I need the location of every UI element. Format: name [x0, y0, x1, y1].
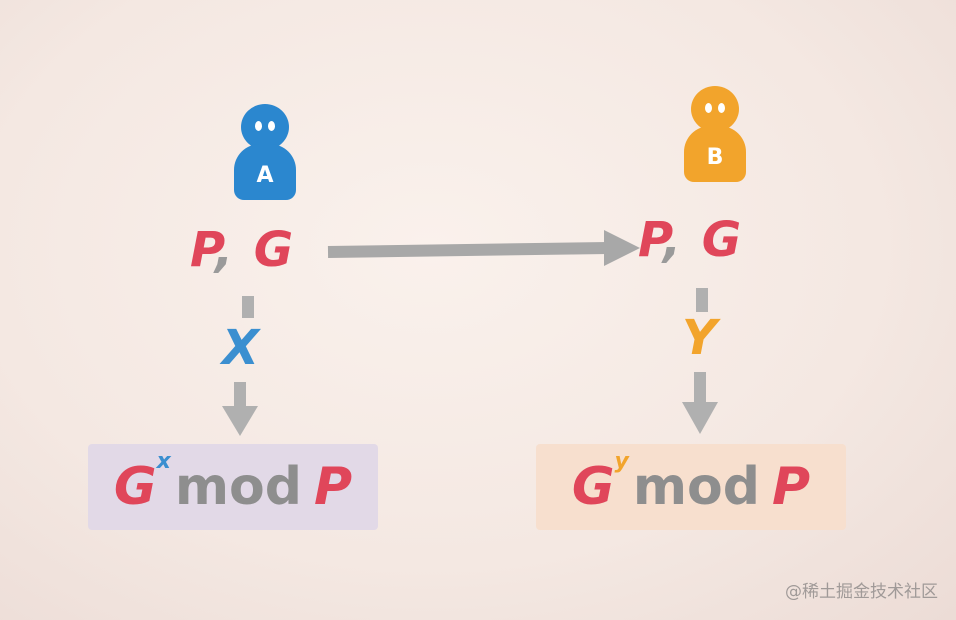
person-a-label: A — [234, 144, 296, 200]
secret-y: Y — [682, 310, 717, 366]
share-arrow-head — [604, 230, 640, 266]
right-public-params: P, G — [638, 212, 744, 268]
left-public-params: P, G — [190, 222, 296, 278]
watermark: @稀土掘金技术社区 — [785, 582, 938, 602]
person-b-icon: B — [684, 86, 746, 182]
person-a-icon: A — [234, 104, 296, 200]
left-arrow-head — [222, 406, 258, 436]
secret-x: X — [222, 320, 260, 376]
share-arrow — [327, 242, 609, 258]
person-b-label: B — [684, 126, 746, 182]
right-arrow-head — [682, 402, 718, 434]
